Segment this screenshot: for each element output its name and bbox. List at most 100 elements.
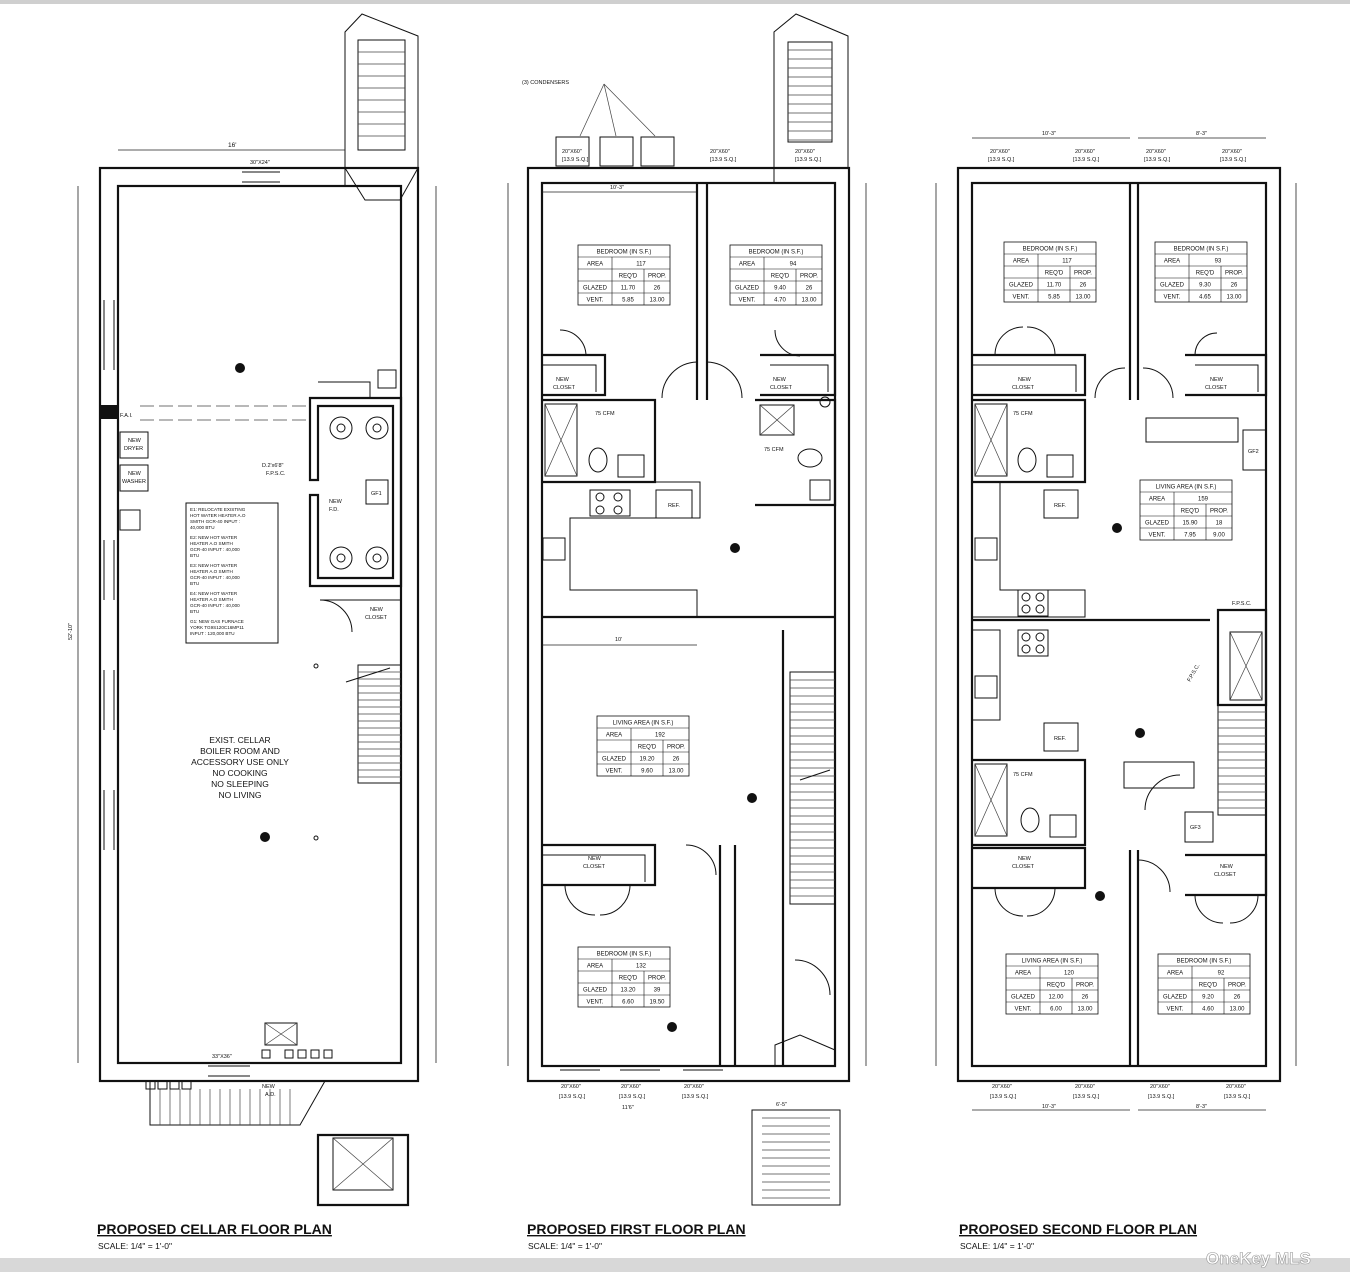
- table-area-label: AREA: [1149, 497, 1165, 503]
- new-fd-label-1: NEW: [329, 499, 343, 505]
- s-bot-left: 10'-3": [1042, 1104, 1056, 1110]
- s-closet4-b: CLOSET: [1214, 872, 1237, 878]
- table-area-value: 117: [636, 262, 646, 268]
- equipment-line: HEATER A.O SMITH: [190, 597, 233, 602]
- cellar-outer-wall: [98, 166, 420, 1083]
- table-area-value: 132: [636, 964, 647, 970]
- table-title: BEDROOM (IN S.F.): [597, 952, 652, 958]
- table-vent-prop: 19.50: [649, 1000, 665, 1006]
- equipment-line: INPUT : 120,000 BTU: [190, 631, 235, 636]
- top-border: [0, 0, 1350, 4]
- table-vent-reqd: 4.65: [1199, 295, 1211, 301]
- sw2: 20"X60": [1075, 149, 1095, 155]
- table-title: BEDROOM (IN S.F.): [1174, 247, 1229, 253]
- f-closet3-b: CLOSET: [583, 864, 606, 870]
- gf2-label: GF2: [1248, 449, 1259, 455]
- f-cfm1: 75 CFM: [595, 411, 615, 417]
- equipment-line: GCR-40 INPUT : 40,000: [190, 603, 240, 608]
- second-outer-wall: [956, 166, 1282, 1083]
- fw-label2: 20"X60": [710, 149, 730, 155]
- table-vent-label: VENT.: [586, 1000, 603, 1006]
- table-glazed-label: GLAZED: [583, 286, 608, 292]
- table-reqd-label: REQ'D: [1047, 983, 1066, 989]
- bottom-bar: [0, 1258, 1350, 1272]
- s-closet3-a: NEW: [1018, 856, 1032, 862]
- s-closet2-b: CLOSET: [1205, 385, 1228, 391]
- equipment-line: YORK TG9S120C16MP11: [190, 625, 244, 630]
- table-glazed-reqd: 19.20: [639, 757, 655, 763]
- cellar-plan-title: PROPOSED CELLAR FLOOR PLAN: [97, 1221, 332, 1237]
- table-area-label: AREA: [587, 964, 603, 970]
- table-area-value: 159: [1198, 497, 1209, 503]
- equipment-line: GCR-40 INPUT : 40,000: [190, 547, 240, 552]
- table-vent-prop: 13.00: [668, 769, 684, 775]
- table-glazed-label: GLAZED: [1145, 521, 1170, 527]
- table-glazed-reqd: 9.30: [1199, 283, 1211, 289]
- dryer-box: [119, 431, 149, 459]
- table-glazed-prop: 26: [1080, 283, 1087, 289]
- table-prop-label: PROP.: [667, 745, 685, 751]
- table-reqd-label: REQ'D: [619, 976, 638, 982]
- boiler-room-walls: [308, 396, 403, 588]
- table-prop-label: PROP.: [1076, 983, 1094, 989]
- table-area-label: AREA: [1015, 971, 1031, 977]
- condensers-label: (3) CONDENSERS: [522, 80, 569, 86]
- s-closet2-a: NEW: [1210, 377, 1224, 383]
- f-stair-dim: 6'-5": [776, 1102, 787, 1108]
- s-ref1: REF.: [1054, 503, 1066, 509]
- second-plan-scale: SCALE: 1/4" = 1'-0": [960, 1241, 1034, 1251]
- cellar-note-3: ACCESSORY USE ONLY: [191, 757, 289, 767]
- cellar-top-dim: 16': [228, 142, 236, 149]
- equipment-line: HEATER A.O SMITH: [190, 569, 233, 574]
- fw-sq: [13.9 S.Q.]: [562, 157, 589, 163]
- table-title: LIVING AREA (IN S.F.): [1022, 959, 1083, 965]
- fb-w1: 20"X60": [561, 1084, 581, 1090]
- cellar-note-6: NO LIVING: [219, 790, 262, 800]
- fai-block: [100, 405, 118, 419]
- table-area-label: AREA: [587, 262, 603, 268]
- table-area-value: 92: [1218, 971, 1225, 977]
- table-vent-prop: 13.00: [1077, 1007, 1093, 1013]
- fpsc-label-1: D.2'x6'8": [262, 463, 284, 469]
- f-closet1-a: NEW: [556, 377, 570, 383]
- table-glazed-reqd: 15.90: [1182, 521, 1198, 527]
- sw3s: [13.9 S.Q.]: [1144, 157, 1171, 163]
- equipment-line: BTU: [190, 553, 199, 558]
- sw1s: [13.9 S.Q.]: [988, 157, 1015, 163]
- table-vent-reqd: 6.60: [622, 1000, 634, 1006]
- table-area-value: 93: [1215, 259, 1222, 265]
- f-closet2-a: NEW: [773, 377, 787, 383]
- table-vent-reqd: 7.95: [1184, 533, 1196, 539]
- sb-w3: 20"X60": [1150, 1084, 1170, 1090]
- table-vent-label: VENT.: [1163, 295, 1180, 301]
- f-closet1-b: CLOSET: [553, 385, 576, 391]
- sw1: 20"X60": [990, 149, 1010, 155]
- table-reqd-label: REQ'D: [1045, 271, 1064, 277]
- table-vent-reqd: 4.60: [1202, 1007, 1214, 1013]
- equipment-line: GCR-40 INPUT : 40,000: [190, 575, 240, 580]
- s-closet1-b: CLOSET: [1012, 385, 1035, 391]
- table-glazed-reqd: 12.00: [1048, 995, 1064, 1001]
- sb-w1: 20"X60": [992, 1084, 1012, 1090]
- s-cfm2: 75 CFM: [1013, 772, 1033, 778]
- cellar-note-5: NO SLEEPING: [211, 779, 269, 789]
- table-glazed-label: GLAZED: [1163, 995, 1188, 1001]
- table-area-label: AREA: [1013, 259, 1029, 265]
- cellar-note-1: EXIST. CELLAR: [209, 735, 270, 745]
- table-vent-prop: 13.00: [801, 298, 817, 304]
- fpsc-label-2: F.P.S.C.: [266, 471, 286, 477]
- table-title: BEDROOM (IN S.F.): [1023, 247, 1078, 253]
- cellar-top-window: 30"X24": [250, 160, 270, 166]
- table-area-value: 192: [655, 733, 666, 739]
- table-reqd-label: REQ'D: [619, 274, 638, 280]
- table-prop-label: PROP.: [1228, 983, 1246, 989]
- cellar-plan: 16' 30"X24" 52'-10" F.A.I. NEW DRYER NEW…: [68, 13, 437, 1251]
- s-closet4-a: NEW: [1220, 864, 1234, 870]
